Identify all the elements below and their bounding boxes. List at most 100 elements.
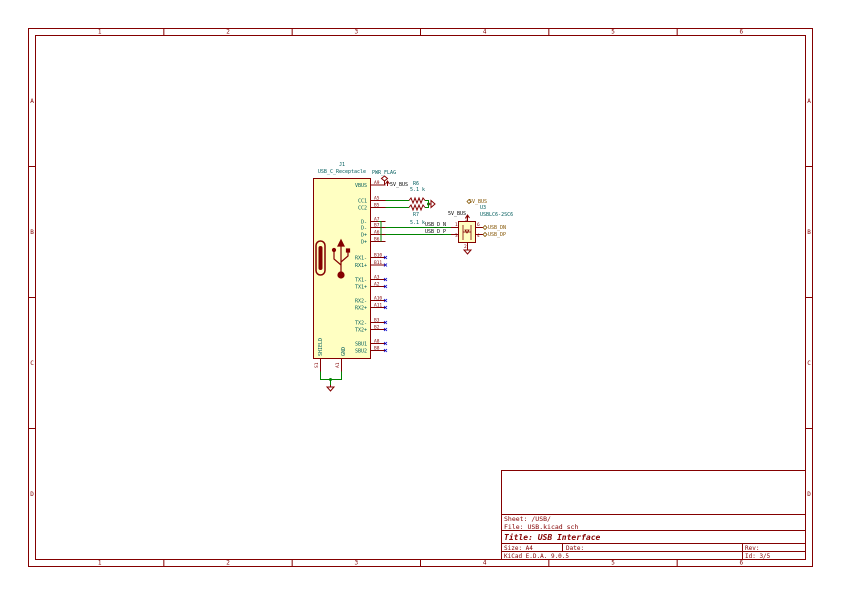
j1-pin-number: B6 <box>374 237 380 243</box>
u3-vbus-top-label: 5V_BUS <box>469 199 487 205</box>
j1-pin-b8[interactable]: SBU2 B8 <box>355 346 388 355</box>
u3-pin-3: 3 <box>455 233 458 239</box>
inner-frame <box>35 35 806 560</box>
frame-col-label-1-top: 1 <box>98 29 102 36</box>
j1-pin-name: SBU2 <box>355 348 367 354</box>
j1-pin-a6[interactable]: D+ A6 <box>361 230 386 239</box>
j1-pin-a3[interactable]: TX1-A3 <box>355 275 388 284</box>
frame-col-label-2-top: 2 <box>226 29 230 36</box>
j1-pin-b6[interactable]: D+B6 <box>361 237 386 246</box>
data-wires[interactable] <box>378 221 452 242</box>
frame-row-label-A-left: A <box>30 98 34 105</box>
j1-bottom-pins <box>320 358 342 372</box>
j1-pin-number: B3 <box>374 318 380 324</box>
j1-pin-a9[interactable]: VBUS A9 <box>355 180 386 189</box>
title-block-title: Title: USB Interface <box>504 532 601 542</box>
j1-pin-number: A6 <box>374 230 380 236</box>
j1-pin-number: A8 <box>374 339 380 345</box>
j1-pin-number: B8 <box>374 346 380 352</box>
frame-row-label-D-right: D <box>807 491 811 498</box>
u3-vbus-left-label: 5V_BUS <box>448 211 466 217</box>
frame-col-label-4-bottom: 4 <box>483 560 487 567</box>
title-block-file: File: USB.kicad_sch <box>504 523 578 531</box>
j1-pin-number: B7 <box>374 223 380 229</box>
j1-pin-a11[interactable]: RX2+A11 <box>355 303 388 312</box>
r6-ref: R6 <box>413 181 419 187</box>
no-connect-icon <box>383 327 388 332</box>
title-block <box>501 470 806 560</box>
title-block-id: Id: 3/5 <box>745 553 771 560</box>
usb-dp-global-label[interactable]: USB_DP <box>488 232 506 238</box>
j1-pin-name: CC2 <box>358 205 367 211</box>
j1-pin-name: VBUS <box>355 183 367 189</box>
j1-pin-number: B10 <box>374 253 382 259</box>
r7-value: 5.1 k <box>410 220 425 226</box>
ground-symbol-u3-icon <box>462 249 473 255</box>
no-connect-icon <box>383 263 388 267</box>
r7-ref: R7 <box>413 212 419 218</box>
title-block-size: Size: A4 <box>504 545 533 552</box>
ground-symbol-j1-icon <box>325 385 336 392</box>
j1-pin-b7[interactable]: D- B7 <box>361 223 386 232</box>
j1-shield-label: SHIELD <box>318 338 324 356</box>
frame-row-label-B-left: B <box>30 229 34 236</box>
frame-ticks <box>28 28 813 567</box>
pwr-flag-icon <box>380 175 389 185</box>
u3-pin-4: 4 <box>477 233 480 239</box>
ground-symbol-cc-icon <box>428 199 436 209</box>
frame-row-label-A-right: A <box>807 98 811 105</box>
j1-pin-a8[interactable]: SBU1 A8 <box>355 339 388 348</box>
usb-dn-global-label[interactable]: USB_DN <box>488 225 506 231</box>
j1-pin-name: D+ <box>361 232 367 238</box>
title-block-date: Date: <box>566 545 584 552</box>
frame-col-label-4-top: 4 <box>483 29 487 36</box>
frame-row-label-C-left: C <box>30 360 34 367</box>
frame-col-label-2-bottom: 2 <box>226 560 230 567</box>
j1-pin-a10[interactable]: RX2-A10 <box>355 296 388 305</box>
j1-pin-name: TX1+ <box>355 284 367 290</box>
pwr-flag-label: PWR_FLAG <box>372 170 396 176</box>
j1-body[interactable] <box>313 178 371 359</box>
j1-pin-name: SBU1 <box>355 341 367 347</box>
j1-pin-b11[interactable]: RX1+B11 <box>355 260 388 269</box>
j1-pin-name: D- <box>361 219 367 225</box>
title-block-sheet: Sheet: /USB/ <box>504 515 551 523</box>
u3-power-icon <box>465 214 470 221</box>
u3-pins <box>451 227 483 250</box>
j1-pin-b2[interactable]: TX2+B2 <box>355 325 388 334</box>
no-connect-icon <box>383 277 388 282</box>
resistor-icons[interactable] <box>408 196 426 212</box>
j1-pin-b5[interactable]: CC2 B5 <box>358 203 386 212</box>
u3-ref: U3 <box>480 205 486 211</box>
global-label-shapes <box>466 198 488 238</box>
j1-pin-a2[interactable]: TX1+A2 <box>355 282 388 291</box>
j1-pin-name: RX1- <box>355 255 367 261</box>
j1-pin-name: TX2+ <box>355 327 367 333</box>
j1-pin-number: A9 <box>374 180 380 186</box>
frame-col-label-6-bottom: 6 <box>740 560 744 567</box>
u3-pin-5: 5 <box>465 217 468 223</box>
j1-ref: J1 <box>339 162 345 168</box>
no-connect-icon <box>383 284 388 289</box>
j1-pin-b3[interactable]: TX2-B3 <box>355 318 388 327</box>
frame-row-label-D-left: D <box>30 491 34 498</box>
j1-pin-b10[interactable]: RX1- B10 <box>355 253 388 262</box>
j1-pin-name: D- <box>361 225 367 231</box>
frame-col-label-5-top: 5 <box>611 29 615 36</box>
j1-pin-number: B11 <box>374 260 382 266</box>
outer-frame <box>28 28 813 567</box>
ground-junction <box>329 378 332 381</box>
j1-pin-a7[interactable]: D-A7 <box>361 217 386 226</box>
no-connect-icon <box>383 305 388 310</box>
j1-pin-number: B5 <box>374 203 380 209</box>
r6-value: 5.1 k <box>410 187 425 193</box>
no-connect-icon <box>383 255 388 260</box>
j1-pin-number: A5 <box>374 196 380 202</box>
j1-pin-a1: A1 <box>335 362 341 368</box>
u3-pin-1: 1 <box>455 222 458 228</box>
no-connect-icon <box>383 298 388 303</box>
